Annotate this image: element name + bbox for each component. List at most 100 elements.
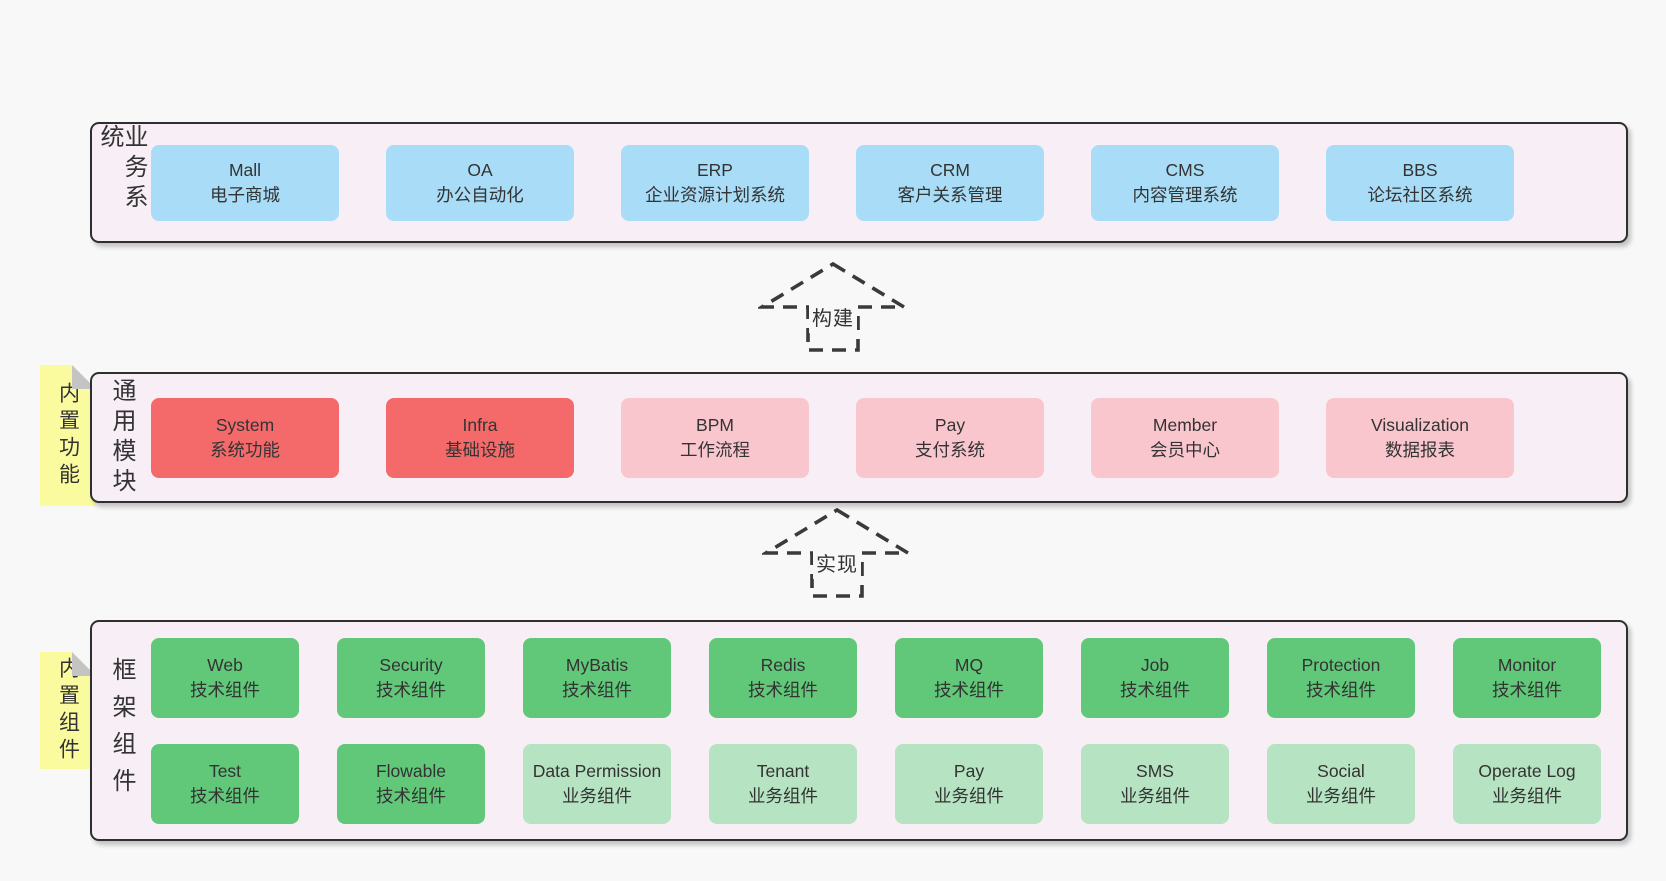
- arrow-build: 构建: [758, 260, 908, 354]
- box-subtitle: 业务组件: [1120, 785, 1190, 806]
- box-mall: Mall 电子商城: [151, 144, 339, 221]
- box-monitor: Monitor 技术组件: [1453, 637, 1601, 718]
- box-subtitle: 业务组件: [562, 785, 632, 806]
- box-subtitle: 基础设施: [445, 439, 515, 460]
- box-title: BBS: [1402, 159, 1438, 180]
- box-title: Pay: [953, 760, 985, 781]
- box-title: Operate Log: [1478, 760, 1576, 781]
- box-title: Test: [208, 760, 242, 781]
- box-subtitle: 企业资源计划系统: [645, 184, 785, 205]
- box-subtitle: 技术组件: [934, 679, 1004, 700]
- box-subtitle: 数据报表: [1385, 439, 1455, 460]
- box-sms: SMS 业务组件: [1081, 743, 1229, 824]
- box-subtitle: 技术组件: [562, 679, 632, 700]
- box-test: Test 技术组件: [151, 743, 299, 824]
- band-business-systems: 业务系统 Mall 电子商城 OA 办公自动化 ERP 企业资源计划系统 CRM 客户关系管理…: [90, 122, 1628, 243]
- box-subtitle: 业务组件: [1492, 785, 1562, 806]
- box-tenant: Tenant 业务组件: [709, 743, 857, 824]
- band-label-text: 业务系统: [96, 124, 147, 214]
- sticky-note-label: 内置组件: [56, 656, 80, 765]
- box-oa: OA 办公自动化: [386, 144, 574, 221]
- box-title: Infra: [462, 414, 498, 435]
- box-subtitle: 技术组件: [748, 679, 818, 700]
- box-title: CMS: [1165, 159, 1205, 180]
- box-title: BPM: [696, 414, 734, 435]
- box-subtitle: 业务组件: [1306, 785, 1376, 806]
- band-label: 框架组件: [100, 622, 142, 839]
- box-title: SMS: [1136, 760, 1174, 781]
- box-title: Security: [379, 654, 443, 675]
- box-crm: CRM 客户关系管理: [856, 144, 1044, 221]
- box-title: CRM: [930, 159, 970, 180]
- box-subtitle: 业务组件: [934, 785, 1004, 806]
- box-title: MyBatis: [565, 654, 629, 675]
- box-title: Tenant: [756, 760, 810, 781]
- box-bbs: BBS 论坛社区系统: [1326, 144, 1514, 221]
- box-title: Social: [1317, 760, 1365, 781]
- arrow-label: 实现: [813, 546, 861, 579]
- box-title: OA: [467, 159, 493, 180]
- sticky-note-builtin-components: 内置组件: [40, 652, 96, 769]
- box-subtitle: 技术组件: [190, 785, 260, 806]
- box-subtitle: 技术组件: [190, 679, 260, 700]
- arrow-implement: 实现: [762, 506, 912, 600]
- box-bpm: BPM 工作流程: [621, 397, 809, 478]
- box-title: Web: [207, 654, 243, 675]
- box-subtitle: 技术组件: [376, 679, 446, 700]
- sticky-note-label: 内置功能: [56, 381, 80, 490]
- box-subtitle: 论坛社区系统: [1367, 184, 1473, 205]
- box-title: ERP: [697, 159, 733, 180]
- box-infra: Infra 基础设施: [386, 397, 574, 478]
- box-subtitle: 办公自动化: [436, 184, 524, 205]
- box-title: Pay: [934, 414, 966, 435]
- box-title: Member: [1152, 414, 1218, 435]
- box-mq: MQ 技术组件: [895, 637, 1043, 718]
- box-title: Visualization: [1371, 414, 1469, 435]
- box-subtitle: 业务组件: [748, 785, 818, 806]
- band-label: 业务系统: [96, 124, 147, 241]
- box-title: Job: [1140, 654, 1170, 675]
- box-operate-log: Operate Log 业务组件: [1453, 743, 1601, 824]
- box-title: MQ: [954, 654, 984, 675]
- box-erp: ERP 企业资源计划系统: [621, 144, 809, 221]
- dashed-up-arrow-icon: [758, 261, 908, 352]
- box-title: Mall: [228, 159, 262, 180]
- box-subtitle: 技术组件: [376, 785, 446, 806]
- box-web: Web 技术组件: [151, 637, 299, 718]
- box-subtitle: 客户关系管理: [897, 184, 1003, 205]
- box-security: Security 技术组件: [337, 637, 485, 718]
- box-subtitle: 系统功能: [210, 439, 280, 460]
- sticky-note-builtin-functions: 内置功能: [40, 365, 96, 506]
- band-label-text: 框架组件: [108, 656, 135, 805]
- box-visualization: Visualization 数据报表: [1326, 397, 1514, 478]
- box-protection: Protection 技术组件: [1267, 637, 1415, 718]
- box-social: Social 业务组件: [1267, 743, 1415, 824]
- box-subtitle: 工作流程: [680, 439, 750, 460]
- band-label: 通用模块: [100, 374, 142, 501]
- box-title: Monitor: [1497, 654, 1557, 675]
- box-subtitle: 电子商城: [210, 184, 280, 205]
- box-mybatis: MyBatis 技术组件: [523, 637, 671, 718]
- box-title: Protection: [1301, 654, 1381, 675]
- box-subtitle: 技术组件: [1492, 679, 1562, 700]
- box-subtitle: 技术组件: [1306, 679, 1376, 700]
- box-pay: Pay 业务组件: [895, 743, 1043, 824]
